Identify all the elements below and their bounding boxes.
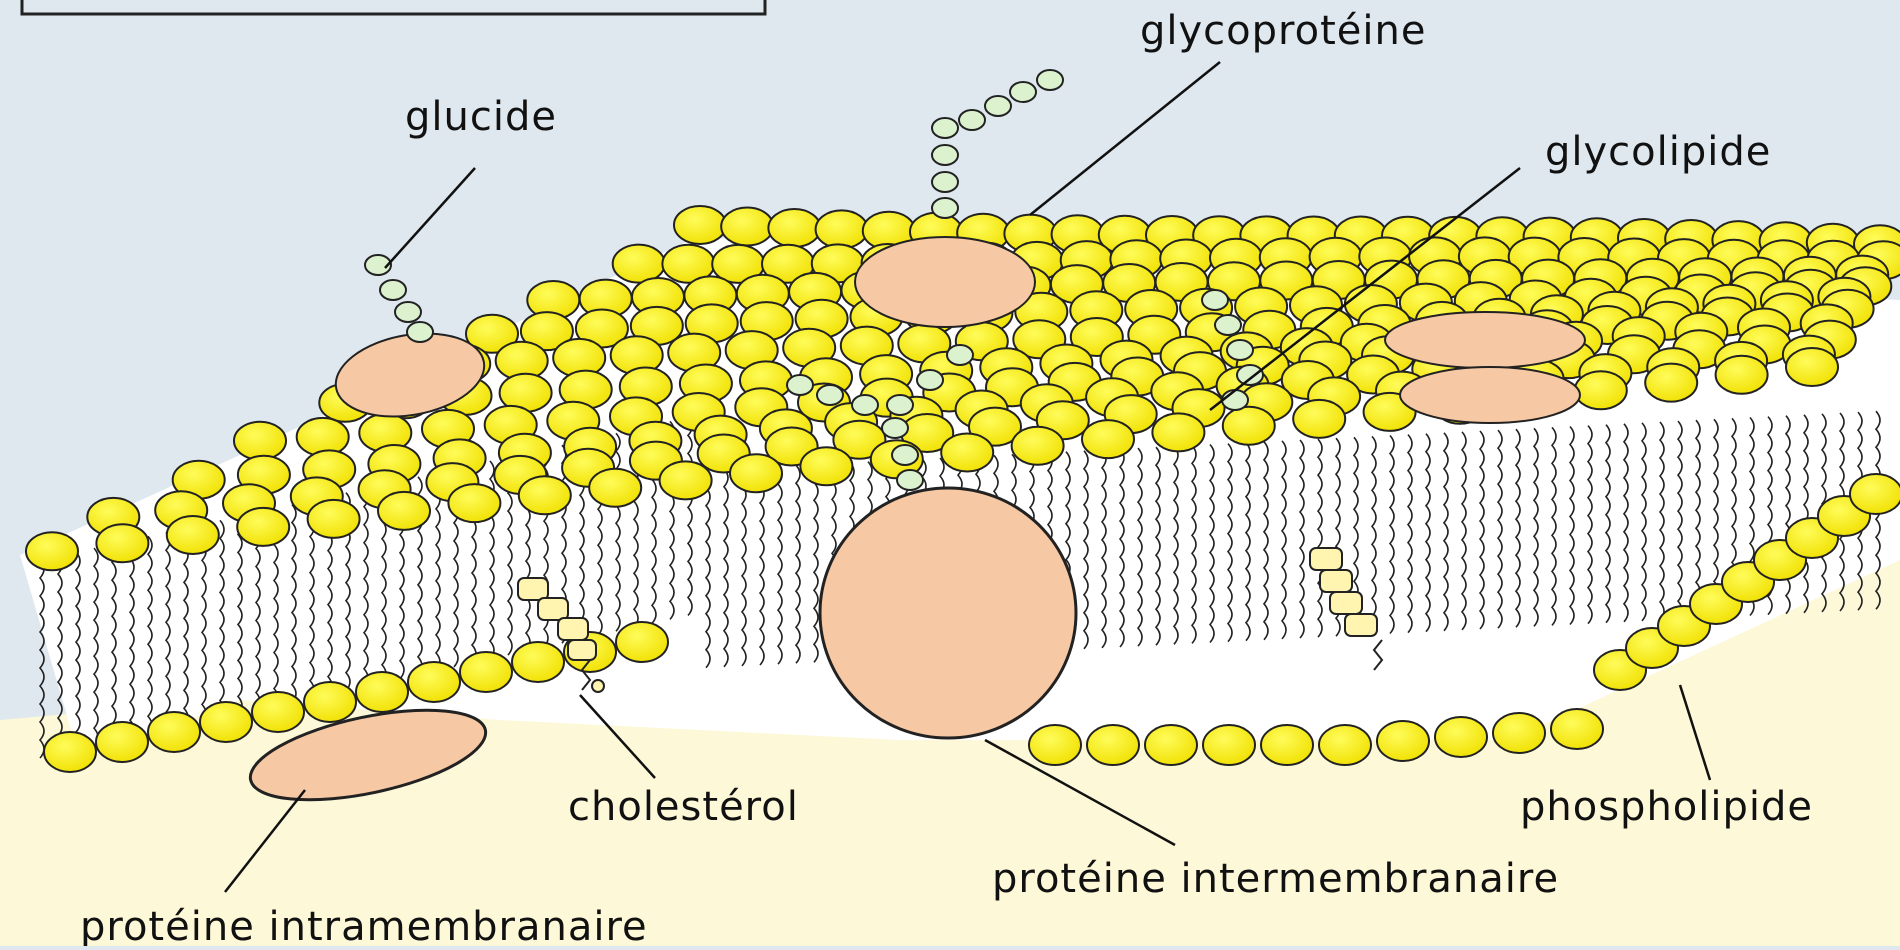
phospholipid-head — [1203, 725, 1255, 765]
phospholipid-head — [1786, 348, 1838, 386]
phospholipid-head — [1716, 356, 1768, 394]
glycoprotein-top — [855, 237, 1035, 327]
sugar-unit — [932, 118, 958, 138]
phospholipid-head — [356, 672, 408, 712]
sugar-unit — [407, 322, 433, 342]
phospholipid-head — [96, 722, 148, 762]
phospholipid-head — [167, 516, 219, 554]
phospholipid-head — [1223, 407, 1275, 445]
sugar-unit — [887, 395, 913, 415]
phospholipid-head — [448, 484, 500, 522]
sugar-unit — [897, 470, 923, 490]
phospholipid-head — [1145, 725, 1197, 765]
phospholipid-head — [460, 652, 512, 692]
phospholipid-head — [674, 206, 726, 244]
sugar-unit — [787, 375, 813, 395]
sugar-unit — [959, 110, 985, 130]
sugar-unit — [380, 280, 406, 300]
phospholipid-head — [816, 210, 868, 248]
phospholipid-head — [1645, 364, 1697, 402]
phospholipid-head — [1551, 709, 1603, 749]
phospholipid-head — [721, 208, 773, 246]
sugar-unit — [932, 172, 958, 192]
phospholipid-head — [378, 492, 430, 530]
sugar-unit — [947, 345, 973, 365]
phospholipid-head — [589, 469, 641, 507]
phospholipid-head — [237, 508, 289, 546]
label-glycoproteine: glycoprotéine — [1140, 8, 1426, 54]
phospholipid-head — [519, 476, 571, 514]
sugar-unit — [1202, 290, 1228, 310]
phospholipid-head — [304, 682, 356, 722]
sugar-unit — [852, 395, 878, 415]
phospholipid-head — [1493, 713, 1545, 753]
phospholipid-head — [1152, 413, 1204, 451]
phospholipid-head — [148, 712, 200, 752]
sugar-unit — [932, 145, 958, 165]
sugar-unit — [882, 418, 908, 438]
phospholipid-head — [616, 622, 668, 662]
phospholipid-head — [512, 642, 564, 682]
sugar-unit — [1037, 70, 1063, 90]
label-cholesterol: cholestérol — [568, 784, 799, 830]
phospholipid-head — [234, 422, 286, 460]
sugar-unit — [1010, 82, 1036, 102]
label-phospholipide: phospholipide — [1520, 784, 1813, 830]
phospholipid-head — [308, 500, 360, 538]
phospholipid-head — [730, 454, 782, 492]
sugar-unit — [1237, 365, 1263, 385]
phospholipid-head — [660, 461, 712, 499]
sugar-unit — [395, 302, 421, 322]
intramembrane-protein-right — [1400, 367, 1580, 423]
sugar-unit — [1215, 315, 1241, 335]
phospholipid-head — [800, 447, 852, 485]
phospholipid-head — [1575, 371, 1627, 409]
phospholipid-head — [941, 434, 993, 472]
phospholipid-head — [1377, 721, 1429, 761]
surface-protein-right — [1385, 312, 1585, 368]
sugar-unit — [917, 370, 943, 390]
label-glycolipide: glycolipide — [1545, 129, 1771, 175]
phospholipid-head — [1293, 400, 1345, 438]
phospholipid-head — [1082, 420, 1134, 458]
phospholipid-head — [1029, 725, 1081, 765]
sugar-unit — [985, 96, 1011, 116]
label-glucide: glucide — [405, 94, 557, 140]
phospholipid-head — [1087, 725, 1139, 765]
phospholipid-head — [44, 732, 96, 772]
phospholipid-head — [768, 209, 820, 247]
sugar-unit — [932, 198, 958, 218]
phospholipid-head — [1012, 427, 1064, 465]
label-proteine-intermembranaire: protéine intermembranaire — [992, 856, 1559, 902]
phospholipid-head — [1435, 717, 1487, 757]
sugar-unit — [892, 445, 918, 465]
phospholipid-head — [1261, 725, 1313, 765]
phospholipid-head — [96, 524, 148, 562]
sugar-unit — [817, 385, 843, 405]
intermembrane-protein — [820, 488, 1076, 738]
phospholipid-head — [1850, 474, 1900, 514]
phospholipid-head — [200, 702, 252, 742]
phospholipid-head — [26, 532, 78, 570]
phospholipid-head — [408, 662, 460, 702]
sugar-unit — [1227, 340, 1253, 360]
phospholipid-head — [1319, 725, 1371, 765]
label-proteine-intramembranaire: protéine intramembranaire — [80, 904, 648, 946]
sugar-unit — [1222, 390, 1248, 410]
phospholipid-head — [613, 245, 665, 283]
phospholipid-head — [252, 692, 304, 732]
